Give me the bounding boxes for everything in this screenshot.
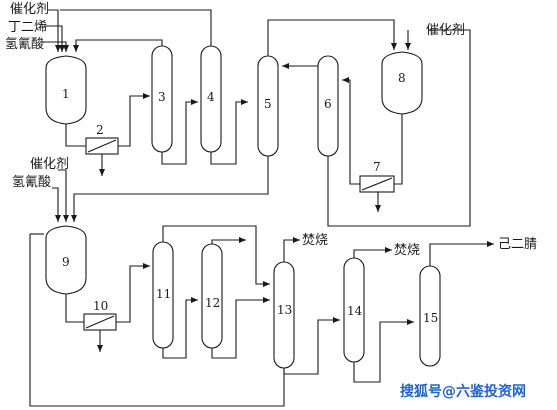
reactor-8	[381, 51, 423, 115]
line-9-to-hx10	[65, 294, 84, 323]
feed-line-2	[44, 25, 65, 52]
line-12-to-13	[211, 297, 270, 359]
line-3-top-recycle	[73, 39, 163, 52]
unit-label-8: 8	[398, 71, 406, 85]
feed-line-4	[58, 169, 69, 222]
feed-catalyst-label: 催化剂	[10, 2, 49, 17]
unit-label-1: 1	[62, 87, 70, 101]
unit-label-3: 3	[158, 90, 166, 104]
line-5-to-8	[267, 19, 397, 56]
reactor-9	[45, 225, 87, 295]
line-14-to-burn	[353, 247, 392, 258]
line-hx7-to-6	[342, 77, 360, 185]
line-12-top-outlet	[211, 237, 246, 244]
line-4-to-5	[210, 99, 248, 165]
line-6-bottom-outlet	[327, 29, 471, 227]
feed-hcn-2-label: 氢氰酸	[12, 174, 51, 190]
line-13-to-14	[283, 317, 340, 375]
line-hx10-to-11	[116, 263, 150, 323]
catalyst-right-label: 催化剂	[426, 23, 465, 38]
recycle-loop-left	[29, 234, 285, 407]
line-8-to-hx7	[394, 114, 403, 185]
hx10-diagonal	[85, 315, 115, 329]
hx7-diagonal	[361, 177, 393, 191]
line-4-top-recycle	[60, 9, 212, 46]
line-11-to-12	[162, 297, 198, 359]
feed-catalyst-2-label: 催化剂	[30, 157, 69, 172]
unit-label-11: 11	[156, 287, 171, 301]
feed-hcn-label: 氢氰酸	[5, 36, 44, 52]
line-15-to-product	[429, 241, 494, 266]
unit-label-6: 6	[324, 97, 332, 111]
line-13-to-burn	[283, 237, 300, 262]
feed-line-3	[40, 41, 69, 52]
line-11-top-to-13	[162, 225, 270, 287]
unit-label-10: 10	[93, 299, 108, 313]
line-5-to-9	[71, 156, 269, 222]
unit-label-13: 13	[277, 303, 292, 317]
unit-label-2: 2	[96, 123, 104, 137]
reactor-1	[45, 55, 87, 125]
unit-label-12: 12	[205, 296, 220, 310]
burn-label-1: 焚烧	[302, 233, 328, 248]
line-14-to-15	[353, 319, 414, 383]
unit-label-7: 7	[373, 160, 381, 174]
feed-line-1	[48, 9, 61, 52]
line-3-to-4	[161, 99, 198, 165]
unit-label-14: 14	[347, 304, 363, 318]
hx2-diagonal	[87, 139, 117, 153]
unit-label-15: 15	[423, 311, 438, 325]
line-1-to-hx2	[65, 124, 86, 147]
watermark-text: 搜狐号@六鉴投资网	[400, 383, 526, 400]
unit-label-9: 9	[62, 255, 70, 269]
product-adiponitrile-label: 己二腈	[498, 237, 537, 252]
watermark-backdrop	[396, 376, 554, 404]
burn-label-2: 焚烧	[394, 243, 420, 258]
line-hx2-to-3	[118, 93, 150, 147]
unit-label-5: 5	[264, 97, 272, 111]
feed-line-5	[52, 187, 61, 222]
unit-label-4: 4	[207, 90, 215, 104]
feed-butadiene-label: 丁二烯	[8, 20, 47, 35]
